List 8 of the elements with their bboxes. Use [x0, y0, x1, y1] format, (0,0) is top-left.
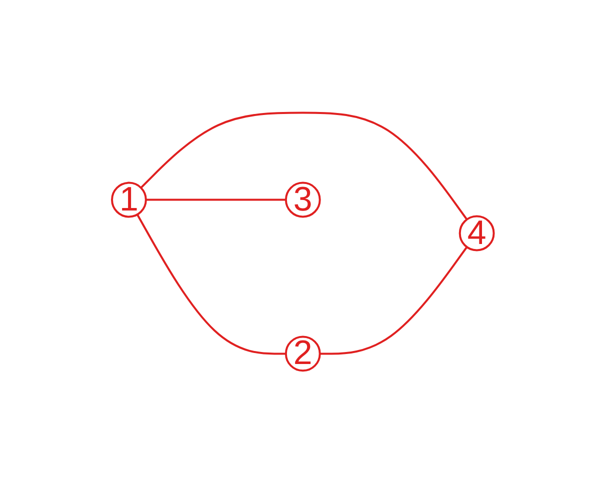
node-circle: 1 — [111, 181, 148, 218]
node-circle: 3 — [285, 181, 321, 218]
connector — [136, 214, 286, 354]
connector — [320, 246, 468, 354]
node-circle: 2 — [285, 335, 321, 372]
connector — [146, 198, 286, 200]
connector — [140, 111, 468, 220]
node-circle: 4 — [458, 214, 495, 251]
